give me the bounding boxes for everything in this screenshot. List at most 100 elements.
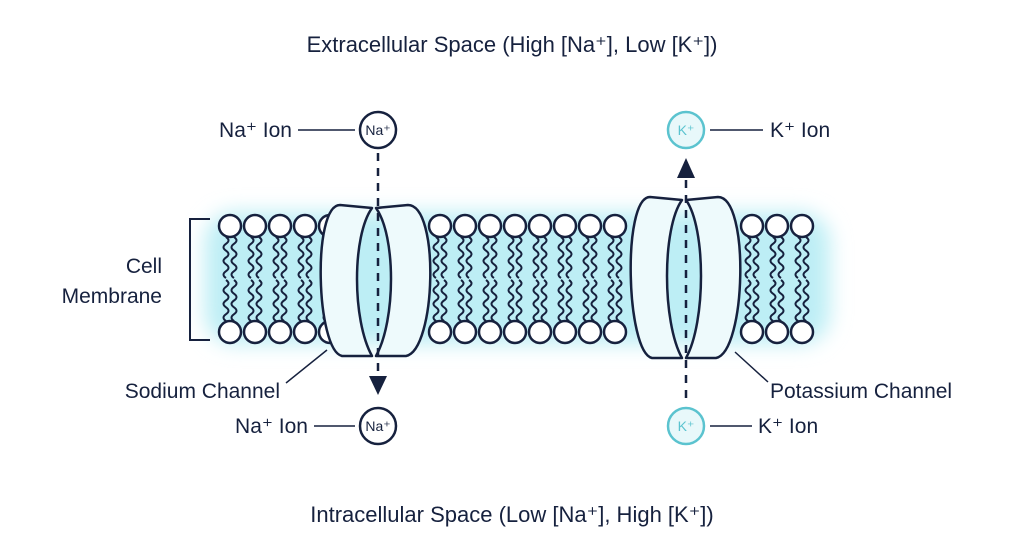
k-ion-bottom-symbol: K⁺ (678, 418, 695, 434)
phospholipid-bilayer (217, 213, 815, 345)
lipid-tail (297, 236, 305, 279)
lipid-head (764, 319, 790, 345)
lipid-head (764, 213, 790, 239)
k-ion-top: K⁺ (666, 110, 706, 150)
lipid-head (502, 213, 528, 239)
lipid-tail (557, 236, 565, 279)
na-ion-top-label: Na⁺ Ion (219, 119, 292, 142)
lipid-tail (557, 279, 565, 322)
k-ion-top-symbol: K⁺ (678, 122, 695, 138)
lipid-tail (440, 236, 448, 279)
lipid-tail (769, 236, 777, 279)
lipid-tail (482, 279, 490, 322)
lipid-tail (490, 236, 498, 279)
potassium-channel (629, 195, 742, 360)
lipid-head (292, 213, 318, 239)
intracellular-title: Intracellular Space (Low [Na⁺], High [K⁺… (310, 502, 714, 527)
lipid-tail (565, 279, 573, 322)
lipid-tail (297, 279, 305, 322)
k-ion-bottom-label: K⁺ Ion (758, 415, 818, 438)
lipid-head (217, 319, 243, 345)
na-ion-top-symbol: Na⁺ (365, 122, 390, 138)
lipid-tail (615, 279, 623, 322)
lipid-head (789, 213, 815, 239)
k-ion-bottom: K⁺ (666, 406, 706, 446)
lipid-head (242, 319, 268, 345)
lipid-tail (802, 279, 810, 322)
lipid-head (502, 319, 528, 345)
lipid-head (602, 319, 628, 345)
lipid-head (577, 319, 603, 345)
lipid-tail (777, 279, 785, 322)
lipid-tail (222, 279, 230, 322)
k-ion-top-label: K⁺ Ion (770, 119, 830, 142)
cell-membrane-bracket (189, 218, 210, 341)
lipid-head (527, 319, 553, 345)
lipid-tail (515, 236, 523, 279)
lipid-head (739, 213, 765, 239)
lipid-tail (305, 236, 313, 279)
na-ion-bottom-symbol: Na⁺ (365, 418, 390, 434)
lipid-tail (565, 236, 573, 279)
lipid-tail (280, 236, 288, 279)
sodium-flow-arrow (369, 153, 387, 395)
lipid-tail (744, 279, 752, 322)
lipid-head (577, 213, 603, 239)
lipid-tail (482, 236, 490, 279)
lipid-head (292, 319, 318, 345)
na-ion-bottom-label: Na⁺ Ion (235, 415, 308, 438)
lipid-tail (590, 236, 598, 279)
lipid-head (552, 213, 578, 239)
lipid-head (452, 319, 478, 345)
lipid-tail (440, 279, 448, 322)
lipid-head (602, 213, 628, 239)
lipid-head (552, 319, 578, 345)
sodium-channel-leader (285, 349, 328, 384)
lipid-tail (794, 279, 802, 322)
lipid-tail (607, 236, 615, 279)
cell-membrane-label-line1: Cell (126, 255, 162, 278)
lipid-tail (607, 279, 615, 322)
potassium-channel-label: Potassium Channel (770, 380, 952, 403)
lipid-tail (255, 279, 263, 322)
lipid-head (739, 319, 765, 345)
lipid-tail (752, 236, 760, 279)
potassium-channel-leader (734, 351, 769, 383)
lipid-tail (272, 236, 280, 279)
lipid-tail (230, 279, 238, 322)
lipid-tail (590, 279, 598, 322)
lipid-tail (794, 236, 802, 279)
lipid-tail (540, 279, 548, 322)
lipid-tail (540, 236, 548, 279)
lipid-tail (777, 236, 785, 279)
lipid-tail (272, 279, 280, 322)
lipid-tail (802, 236, 810, 279)
lipid-tail (305, 279, 313, 322)
lipid-tail (532, 279, 540, 322)
na-ion-top: Na⁺ (358, 110, 398, 150)
potassium-flow-arrow (677, 158, 695, 398)
lipid-tail (247, 236, 255, 279)
extracellular-title: Extracellular Space (High [Na⁺], Low [K⁺… (307, 32, 718, 57)
lipid-tail (432, 236, 440, 279)
lipid-tail (255, 236, 263, 279)
lipid-head (217, 213, 243, 239)
lipid-head (452, 213, 478, 239)
lipid-tail (615, 236, 623, 279)
lipid-head (427, 319, 453, 345)
lipid-tail (532, 236, 540, 279)
lipid-tail (752, 279, 760, 322)
lipid-tail (507, 279, 515, 322)
sodium-channel-label: Sodium Channel (125, 380, 280, 403)
cell-membrane-label-line2: Membrane (62, 285, 162, 308)
lipid-tail (769, 279, 777, 322)
lipid-tail (247, 279, 255, 322)
lipid-tail (222, 236, 230, 279)
lipid-tail (744, 236, 752, 279)
lipid-tail (465, 279, 473, 322)
lipid-tail (582, 236, 590, 279)
lipid-head (789, 319, 815, 345)
lipid-head (267, 213, 293, 239)
